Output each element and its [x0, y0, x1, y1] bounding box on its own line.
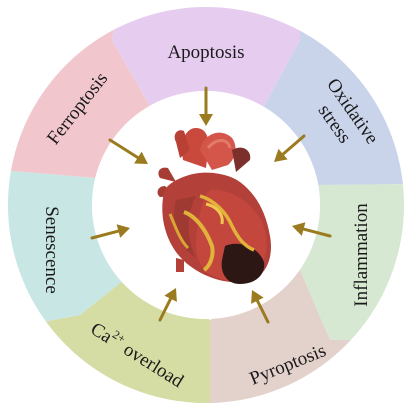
label-apoptosis: Apoptosis: [167, 42, 244, 63]
label-inflammation: Inflammation: [351, 203, 372, 307]
label-senescence: Senescence: [41, 206, 62, 294]
